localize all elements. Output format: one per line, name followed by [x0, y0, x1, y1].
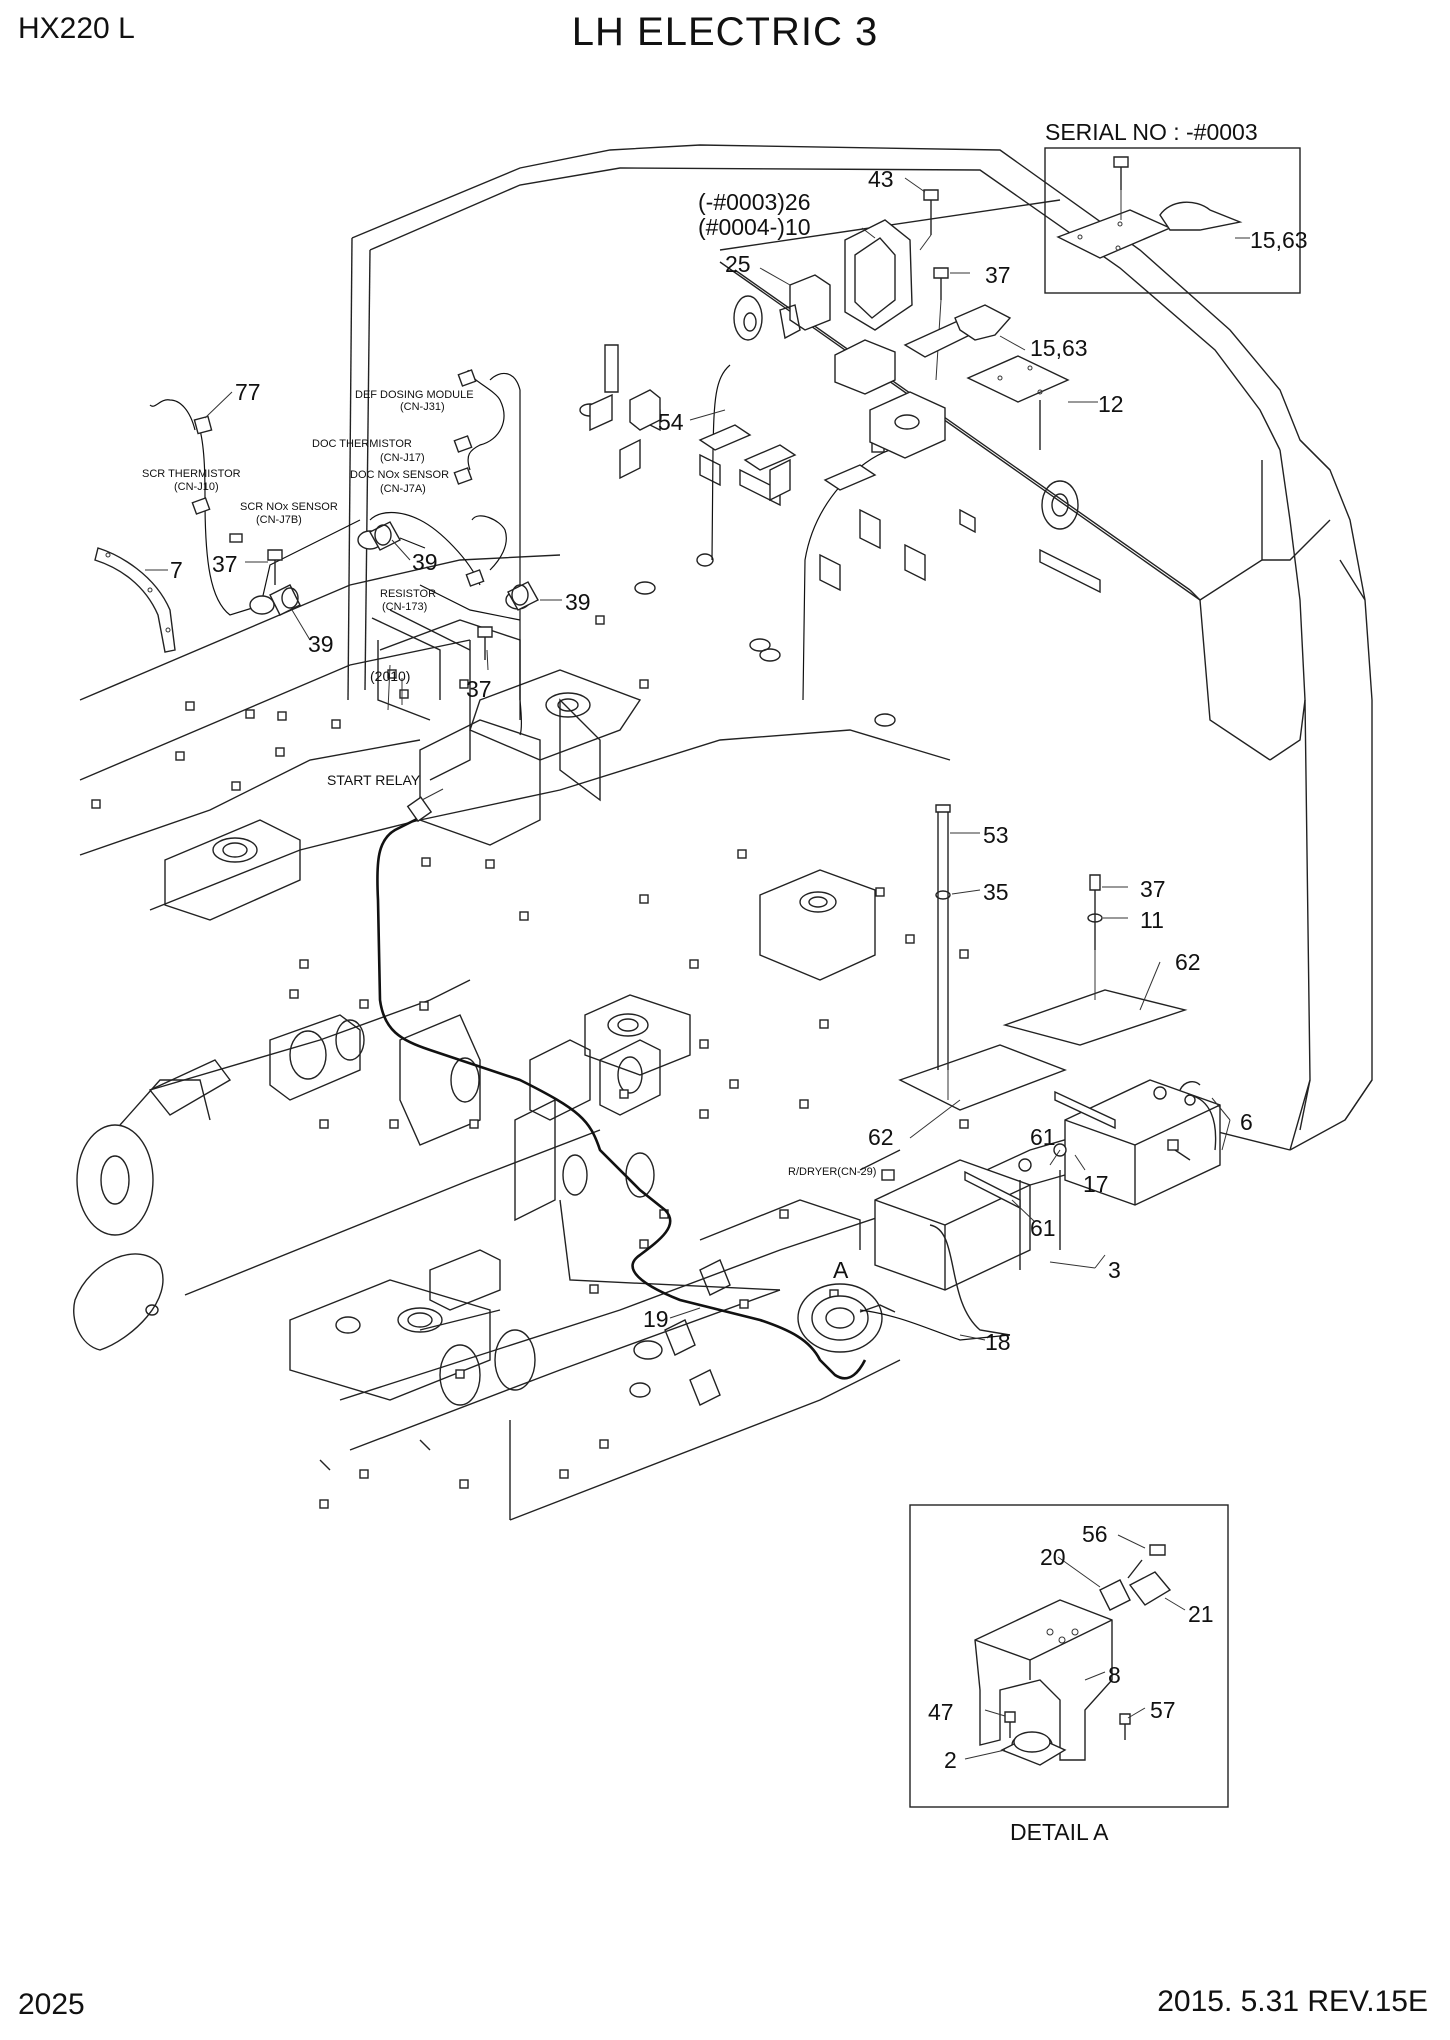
callout-56: 56: [1082, 1521, 1108, 1547]
label-start-relay: START RELAY: [327, 772, 421, 788]
serial-inset-callout: 15,63: [1250, 227, 1308, 253]
callout-61-b: 61: [1030, 1215, 1056, 1241]
callout-3: 3: [1108, 1257, 1121, 1283]
connector-labels: DEF DOSING MODULE (CN-J31) DOC THERMISTO…: [142, 389, 876, 1283]
label-scr-thermistor: SCR THERMISTOR: [142, 468, 241, 480]
page-number: 2025: [18, 1988, 85, 2021]
wiring-harness: [149, 364, 1011, 1380]
callout-17: 17: [1083, 1171, 1109, 1197]
callout-26: (-#0003)26: [698, 189, 811, 215]
callout-7: 7: [170, 557, 183, 583]
label-doc-nox: DOC NOx SENSOR: [350, 469, 449, 481]
revision-info: 2015. 5.31 REV.15E: [1157, 1985, 1428, 2018]
callout-39-c: 39: [565, 589, 591, 615]
callout-37-c: 37: [1140, 876, 1166, 902]
callout-47: 47: [928, 1699, 954, 1725]
callout-57: 57: [1150, 1697, 1176, 1723]
callout-43: 43: [868, 166, 894, 192]
callout-39-b: 39: [308, 631, 334, 657]
callout-19: 19: [643, 1306, 669, 1332]
mid-brackets: [94, 521, 539, 721]
top-components: [589, 189, 1070, 502]
label-scr-nox-code: (CN-J7B): [256, 514, 302, 526]
callout-37-a: 37: [212, 551, 238, 577]
serial-inset-frame: [1044, 147, 1301, 294]
label-year-note: (2010): [370, 668, 410, 684]
callout-35: 35: [983, 879, 1009, 905]
callout-25: 25: [725, 251, 751, 277]
label-def-dosing-code: (CN-J31): [400, 401, 445, 413]
label-resistor-code: (CN-173): [382, 601, 427, 613]
label-def-dosing: DEF DOSING MODULE: [355, 389, 474, 401]
label-doc-thermistor: DOC THERMISTOR: [312, 438, 412, 450]
upper-frame-outline: [73, 554, 1291, 1521]
callout-37-top: 37: [985, 262, 1011, 288]
label-resistor: RESISTOR: [380, 588, 436, 600]
callout-37-b: 37: [466, 676, 492, 702]
battery-assembly: [699, 804, 1221, 1353]
serial-inset-title: SERIAL NO : -#0003: [1045, 119, 1258, 145]
label-doc-thermistor-code: (CN-J17): [380, 452, 425, 464]
label-doc-nox-code: (CN-J7A): [380, 483, 426, 495]
detail-a-frame: [909, 1504, 1229, 1808]
callout-2: 2: [944, 1747, 957, 1773]
label-scr-thermistor-code: (CN-J10): [174, 481, 219, 493]
callout-21: 21: [1188, 1601, 1214, 1627]
detail-a-title: DETAIL A: [1010, 1819, 1109, 1845]
detail-a-marker: A: [833, 1257, 849, 1283]
callout-61-a: 61: [1030, 1124, 1056, 1150]
callout-18: 18: [985, 1329, 1011, 1355]
callout-54: 54: [658, 409, 684, 435]
callout-11: 11: [1140, 907, 1164, 933]
callout-8: 8: [1108, 1662, 1121, 1688]
serial-inset: [1044, 147, 1301, 294]
callout-62-a: 62: [1175, 949, 1201, 975]
callout-numbers: 43 (-#0003)26 (#0004-)10 25 37 15,63 12 …: [170, 166, 1253, 1773]
label-scr-nox: SCR NOx SENSOR: [240, 501, 338, 513]
callout-77: 77: [235, 379, 261, 405]
callout-10: (#0004-)10: [698, 214, 811, 240]
frame-bolts: [91, 615, 1189, 1509]
page-title: LH ELECTRIC 3: [571, 10, 879, 54]
detail-a-inset: [909, 1504, 1229, 1808]
callout-39-a: 39: [412, 549, 438, 575]
callout-6: 6: [1240, 1109, 1253, 1135]
label-r-dryer: R/DRYER(CN-29): [788, 1166, 876, 1178]
callout-20: 20: [1040, 1544, 1066, 1570]
model-name: HX220 L: [18, 12, 135, 45]
callout-53: 53: [983, 822, 1009, 848]
callout-62-b: 62: [868, 1124, 894, 1150]
callout-12: 12: [1098, 391, 1124, 417]
callout-15-63: 15,63: [1030, 335, 1088, 361]
leader-lines: [145, 177, 1231, 1760]
